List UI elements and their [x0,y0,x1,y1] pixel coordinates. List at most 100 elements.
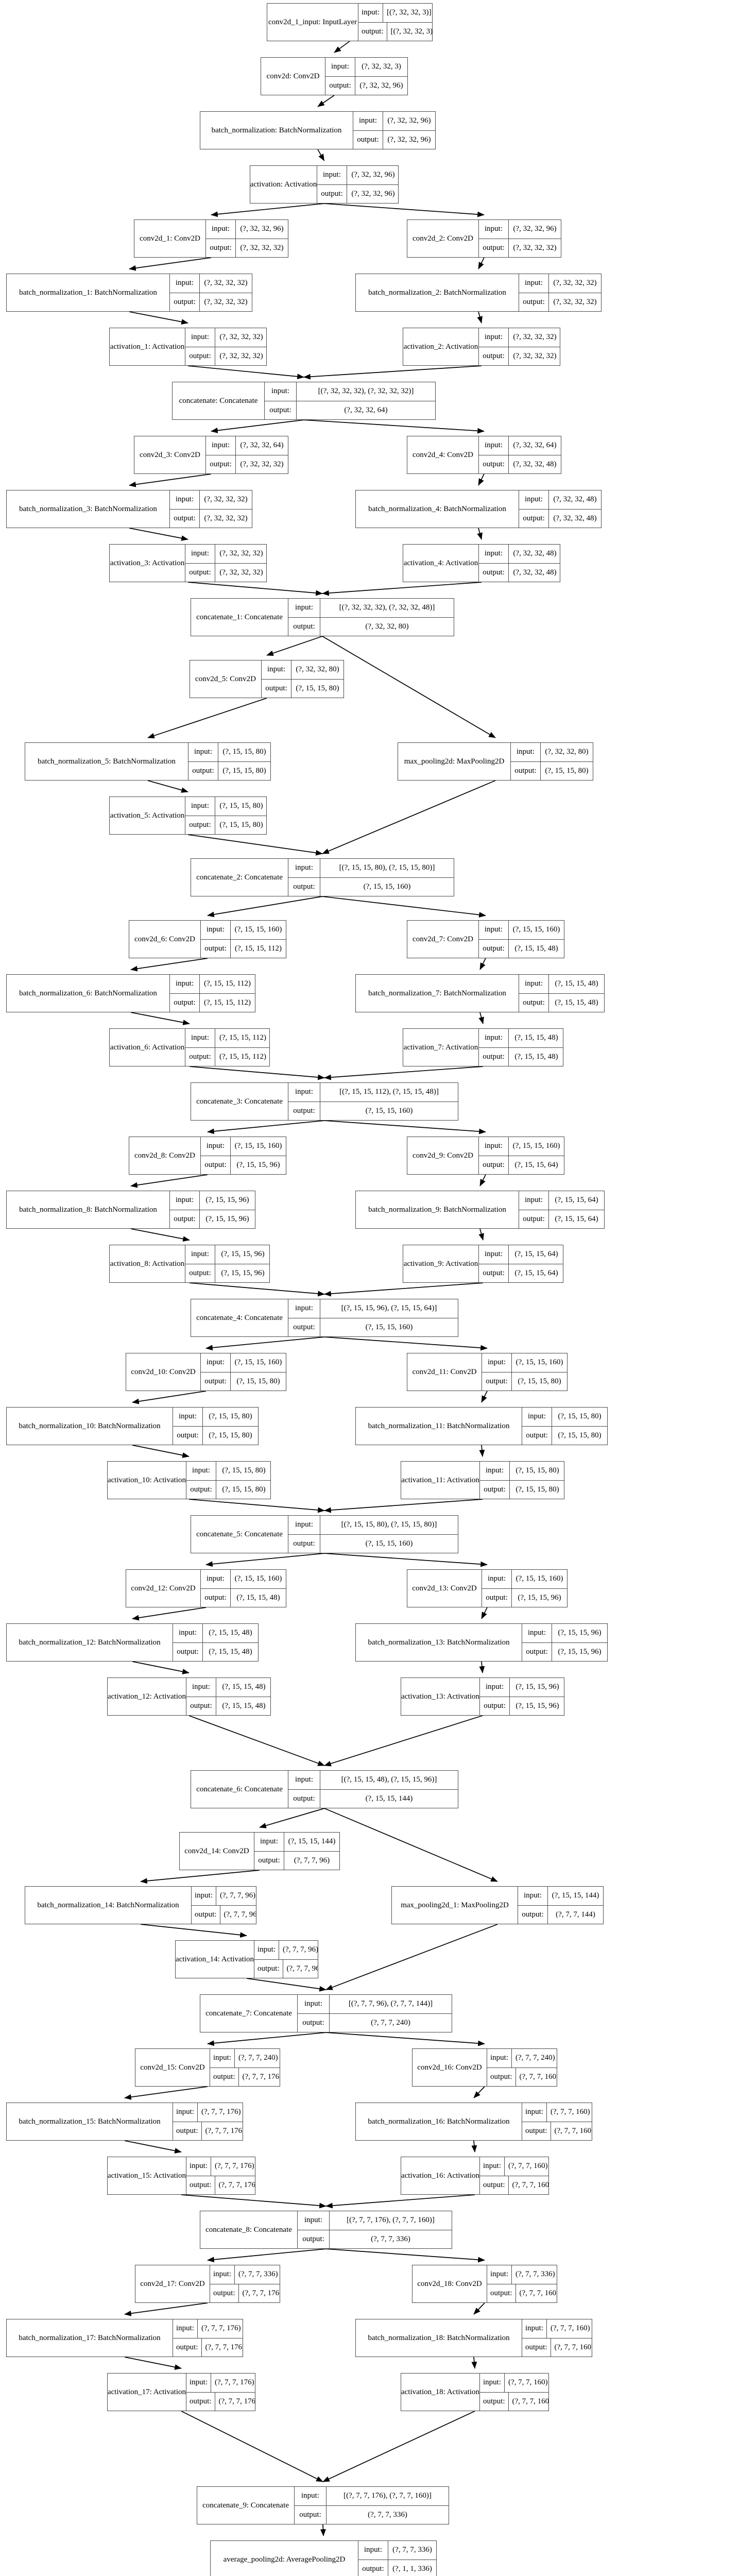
graph-node-batch_normalization_3[interactable]: batch_normalization_3: BatchNormalizatio… [6,490,252,528]
node-io-table: input:(?, 7, 7, 160)output:(?, 7, 7, 160… [479,2374,548,2411]
node-input-row: input:(?, 15, 15, 160) [482,1353,567,1372]
output-label: output: [170,993,200,1012]
node-input-row: input:(?, 15, 15, 144) [254,1833,339,1852]
graph-node-batch_normalization_1[interactable]: batch_normalization_1: BatchNormalizatio… [6,274,252,312]
graph-node-batch_normalization_15[interactable]: batch_normalization_15: BatchNormalizati… [6,2103,243,2141]
graph-node-batch_normalization_5[interactable]: batch_normalization_5: BatchNormalizatio… [25,742,271,781]
graph-node-batch_normalization_10[interactable]: batch_normalization_10: BatchNormalizati… [6,1407,259,1445]
graph-node-batch_normalization_12[interactable]: batch_normalization_12: BatchNormalizati… [6,1623,259,1662]
node-label: batch_normalization: BatchNormalization [211,126,342,134]
graph-node-batch_normalization_4[interactable]: batch_normalization_4: BatchNormalizatio… [355,490,601,528]
input-shape-value: (?, 7, 7, 96) [283,1945,318,1954]
node-input-row: input:(?, 15, 15, 80) [522,1408,607,1427]
graph-node-batch_normalization_2[interactable]: batch_normalization_2: BatchNormalizatio… [355,274,601,312]
node-label: batch_normalization_13: BatchNormalizati… [368,1638,510,1647]
graph-node-batch_normalization_11[interactable]: batch_normalization_11: BatchNormalizati… [355,1407,608,1445]
node-label: conv2d_10: Conv2D [131,1367,196,1376]
input-label: input: [185,797,215,816]
node-output-row: output:(?, 15, 15, 112) [201,939,286,958]
output-shape-value: (?, 7, 7, 160) [519,2072,557,2081]
output-label: output: [518,1905,548,1924]
graph-edge [207,2032,326,2046]
input-shape-value: [(?, 7, 7, 176), (?, 7, 7, 160)] [347,2216,435,2225]
output-shape-value: (?, 15, 15, 144) [365,1794,413,1803]
graph-node-batch_normalization_8[interactable]: batch_normalization_8: BatchNormalizatio… [6,1191,255,1229]
graph-node-batch_normalization_13[interactable]: batch_normalization_13: BatchNormalizati… [355,1623,608,1662]
graph-node-batch_normalization_18[interactable]: batch_normalization_18: BatchNormalizati… [355,2319,592,2357]
node-io-table: input:(?, 7, 7, 240)output:(?, 7, 7, 176… [210,2049,280,2086]
graph-edge [187,365,304,380]
node-output-row: output:[(?, 32, 32, 3)] [358,22,432,41]
graph-node-batch_normalization_6[interactable]: batch_normalization_6: BatchNormalizatio… [6,974,255,1012]
output-shape-value: (?, 15, 15, 96) [205,1214,249,1223]
graph-node-batch_normalization_16[interactable]: batch_normalization_16: BatchNormalizati… [355,2103,592,2141]
graph-node-batch_normalization_9[interactable]: batch_normalization_9: BatchNormalizatio… [355,1191,605,1229]
output-label: output: [479,1156,509,1174]
input-label: input: [170,1191,200,1210]
graph-node-batch_normalization_14[interactable]: batch_normalization_14: BatchNormalizati… [25,1886,256,1924]
graph-edge [322,780,496,854]
output-shape-value: (?, 15, 15, 48) [514,1052,558,1061]
input-label: input: [170,975,200,993]
graph-edge [471,2357,477,2369]
output-label: output: [210,2284,239,2302]
node-input-row: input:(?, 15, 15, 160) [201,921,286,940]
graph-node-batch_normalization_17[interactable]: batch_normalization_17: BatchNormalizati… [6,2319,243,2357]
graph-node-batch_normalization_7[interactable]: batch_normalization_7: BatchNormalizatio… [355,974,605,1012]
input-label: input: [210,2265,235,2284]
